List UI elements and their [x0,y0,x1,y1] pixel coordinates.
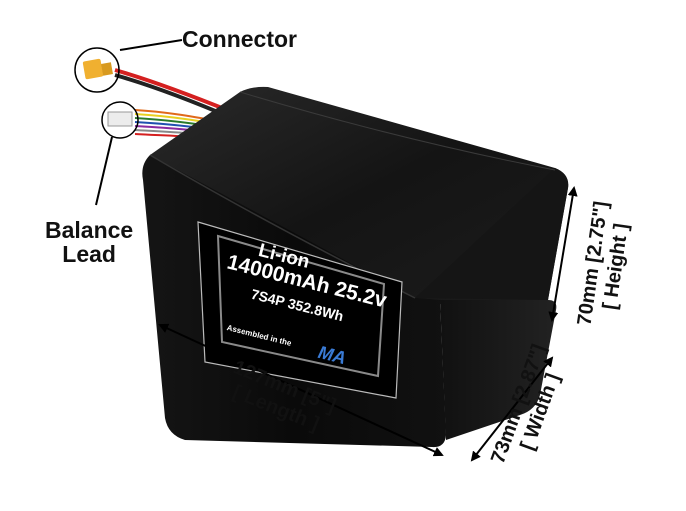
balance-lead-callout [95,101,139,206]
length-arrow [158,323,444,457]
connector-label: Connector [182,26,297,52]
balance-lead-line1: Balance [45,217,134,243]
balance-lead-line2: Lead [62,241,116,268]
connector-callout [74,39,183,93]
width-arrow [470,356,554,462]
height-arrow [548,186,578,322]
balance-lead-label: Balance Lead [45,218,133,266]
